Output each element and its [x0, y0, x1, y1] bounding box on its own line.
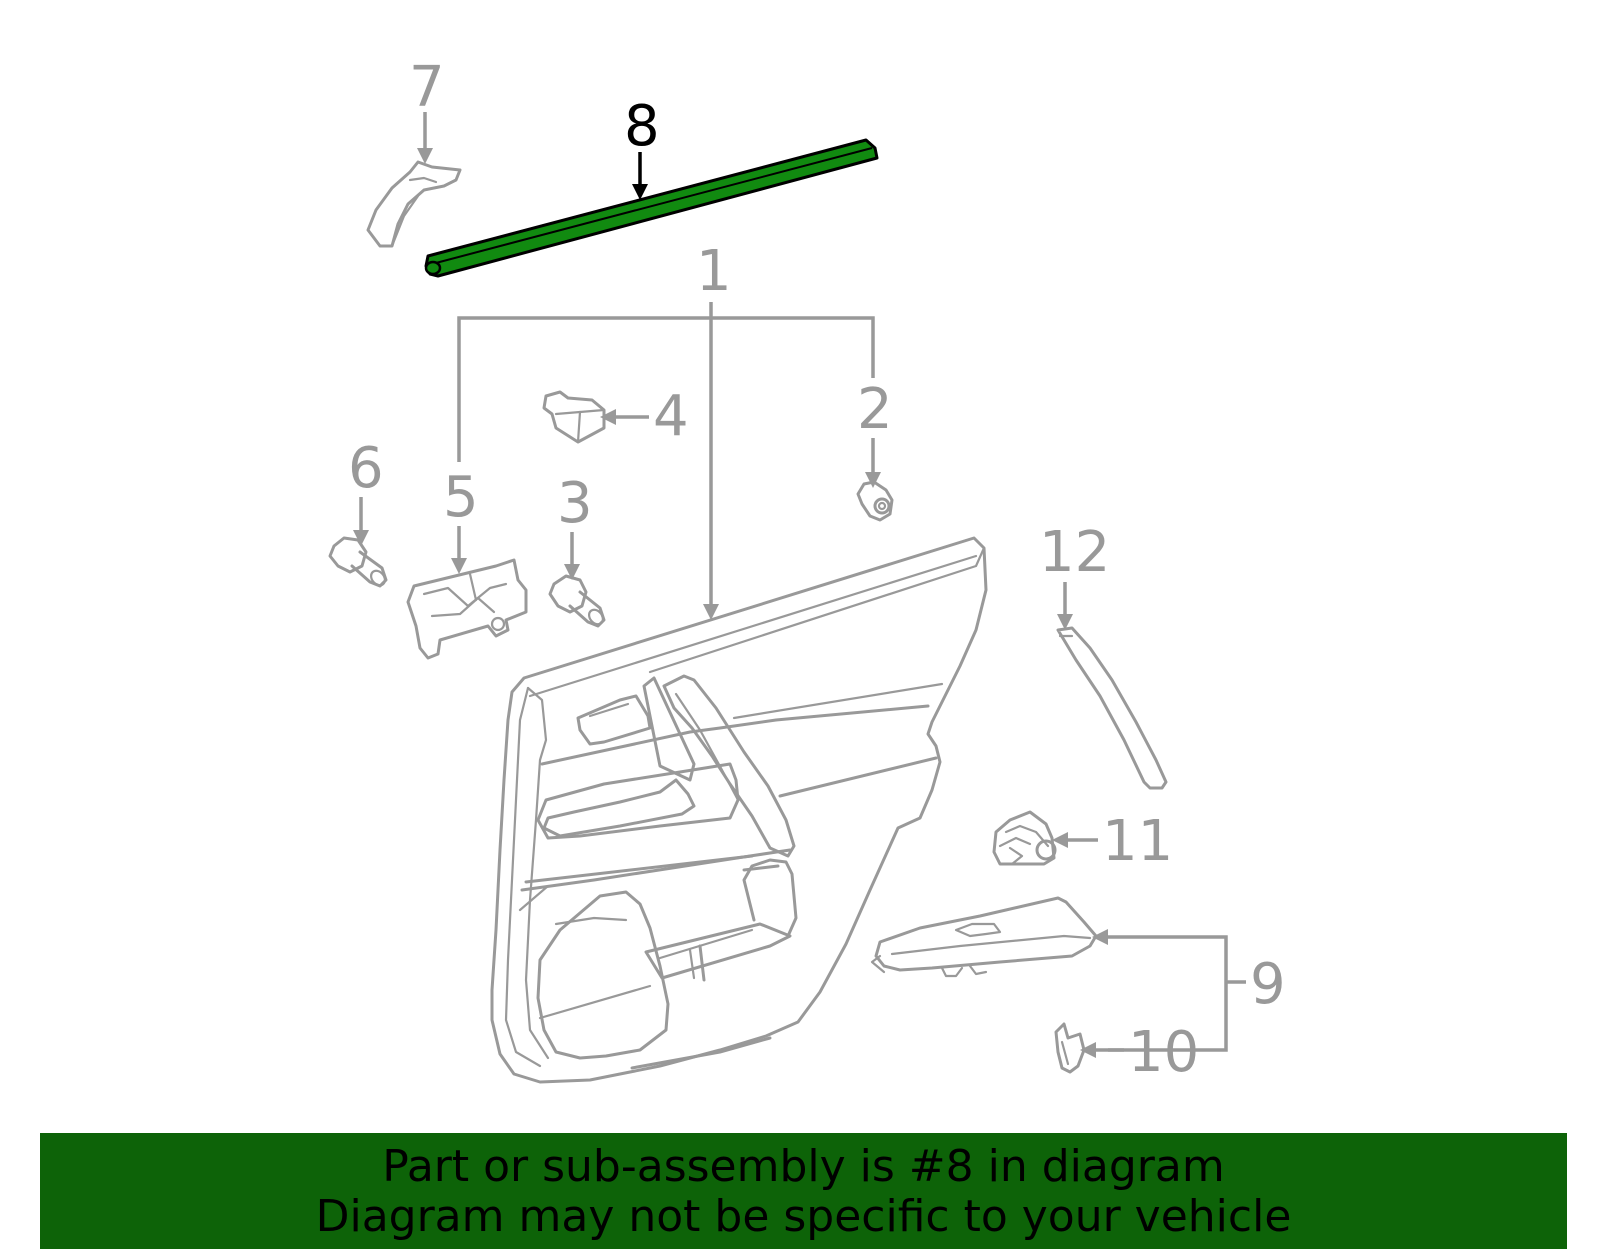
callout-7: 7 [409, 55, 445, 120]
callout-9: 9 [1250, 952, 1286, 1017]
parts-diagram: 7 8 1 2 4 6 5 [328, 55, 1286, 1085]
part-1-door-trim-panel[interactable] [490, 536, 988, 1084]
info-banner: Part or sub-assembly is #8 in diagram Di… [40, 1133, 1567, 1249]
callout-6: 6 [348, 436, 384, 501]
part-4-clip[interactable] [542, 390, 606, 444]
part-7-corner-piece[interactable] [366, 160, 462, 248]
callout-4: 4 [653, 384, 689, 449]
callout-12: 12 [1039, 520, 1110, 585]
callout-5: 5 [443, 465, 479, 530]
part-6-screw[interactable] [328, 536, 388, 588]
part-9-switch-bezel[interactable] [870, 896, 1098, 978]
callout-2: 2 [857, 377, 893, 442]
part-2-clip[interactable] [856, 480, 894, 522]
callout-11: 11 [1102, 809, 1173, 874]
callout-8: 8 [624, 94, 660, 159]
part-3-screw[interactable] [548, 574, 606, 628]
part-10-clip[interactable] [1054, 1022, 1086, 1074]
callout-3: 3 [557, 471, 593, 536]
callout-10: 10 [1128, 1020, 1199, 1085]
part-8-belt-moulding[interactable] [424, 138, 879, 278]
part-11-switch[interactable] [992, 810, 1057, 866]
callout-1: 1 [696, 239, 732, 304]
banner-line-disclaimer: Diagram may not be specific to your vehi… [315, 1191, 1292, 1242]
banner-line-part: Part or sub-assembly is #8 in diagram [382, 1141, 1225, 1192]
part-5-handle-bracket[interactable] [406, 558, 528, 660]
part-12-garnish-strip[interactable] [1056, 626, 1168, 790]
